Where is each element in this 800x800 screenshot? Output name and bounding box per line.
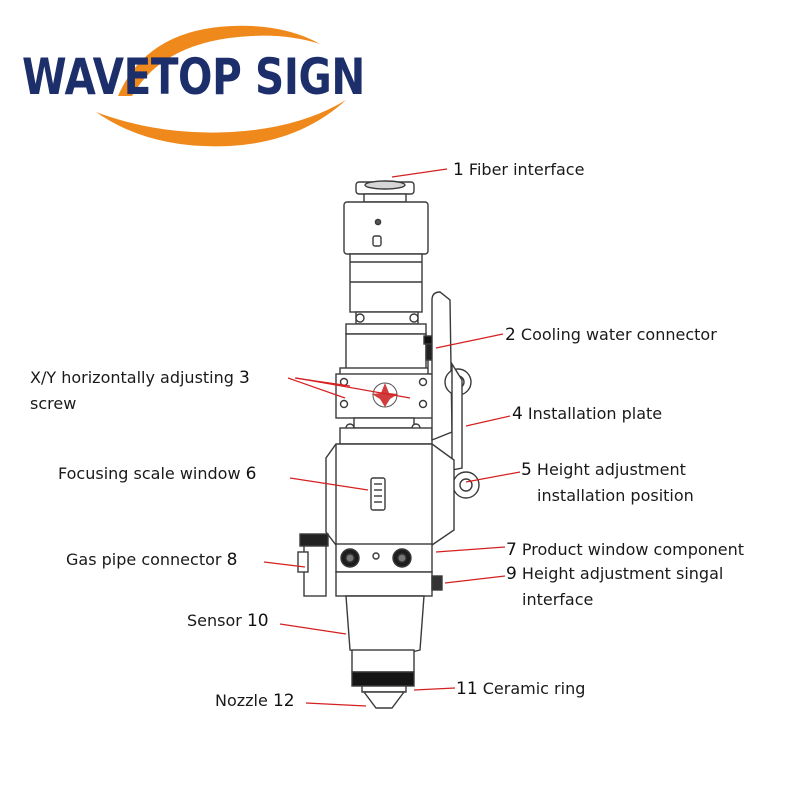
callout-10: Sensor 10 xyxy=(187,612,269,631)
leader-lines xyxy=(263,168,521,707)
leader-3a xyxy=(287,377,346,399)
plate-logo-icon xyxy=(372,382,398,408)
callout-9: 9 Height adjustment singal xyxy=(506,565,723,584)
cutting-head-drawing xyxy=(297,180,480,709)
callout-3-text: X/Y horizontally adjusting xyxy=(30,368,234,387)
callout-1: 1 Fiber interface xyxy=(453,161,584,180)
callout-8-number: 8 xyxy=(226,550,238,570)
callout-11-number: 11 xyxy=(456,679,478,699)
callout-10-number: 10 xyxy=(246,611,269,631)
callout-9-text-line2: interface xyxy=(522,590,594,609)
callout-6-text: Focusing scale window xyxy=(58,464,241,483)
leader-12 xyxy=(305,702,367,707)
leader-7 xyxy=(435,546,506,553)
callout-12-text: Nozzle xyxy=(215,691,268,710)
leader-5 xyxy=(465,471,521,483)
leader-6 xyxy=(289,477,369,491)
leader-2 xyxy=(435,333,504,349)
callout-8-text: Gas pipe connector xyxy=(66,550,222,569)
leader-1 xyxy=(391,168,448,178)
logo-swoosh-bottom xyxy=(96,100,346,147)
callout-2: 2 Cooling water connector xyxy=(505,326,717,345)
callout-4-text: Installation plate xyxy=(527,404,663,423)
callout-5-number: 5 xyxy=(521,460,532,480)
leader-3c xyxy=(295,377,411,399)
callout-1-text: Fiber interface xyxy=(468,160,585,179)
callout-6-number: 6 xyxy=(245,464,257,484)
logo-swoosh-top xyxy=(118,25,320,96)
callout-12: Nozzle 12 xyxy=(215,692,295,711)
callout-2-text: Cooling water connector xyxy=(520,325,717,344)
callout-5-text: Height adjustment xyxy=(536,460,686,479)
callout-8: Gas pipe connector 8 xyxy=(66,551,237,570)
callout-5-text-line2: installation position xyxy=(537,486,694,505)
callout-11-text: Ceramic ring xyxy=(482,679,586,698)
callout-7-number: 7 xyxy=(506,540,517,560)
leader-11 xyxy=(413,687,456,691)
callout-7-text: Product window component xyxy=(521,540,745,559)
callout-3: X/Y horizontally adjusting 3 xyxy=(30,369,250,388)
callout-11: 11 Ceramic ring xyxy=(456,680,585,699)
callout-5: 5 Height adjustment xyxy=(521,461,686,480)
callout-7: 7 Product window component xyxy=(506,541,744,560)
callout-9-text: Height adjustment singal xyxy=(521,564,724,583)
leader-4 xyxy=(465,415,511,427)
callout-1-number: 1 xyxy=(453,160,464,180)
callout-12-number: 12 xyxy=(272,691,295,711)
brand-logo: WAVETOP SIGN xyxy=(22,48,365,106)
leader-9 xyxy=(444,575,506,584)
callout-4-number: 4 xyxy=(512,404,523,424)
callout-3-text-line2: screw xyxy=(30,394,77,413)
callout-2-number: 2 xyxy=(505,325,516,345)
callout-6: Focusing scale window 6 xyxy=(58,465,256,484)
callout-10-text: Sensor xyxy=(187,611,242,630)
leader-10 xyxy=(279,623,347,635)
callout-3-number: 3 xyxy=(239,368,250,388)
leader-8 xyxy=(263,561,306,568)
callout-9-number: 9 xyxy=(506,564,517,584)
callout-4: 4 Installation plate xyxy=(512,405,662,424)
